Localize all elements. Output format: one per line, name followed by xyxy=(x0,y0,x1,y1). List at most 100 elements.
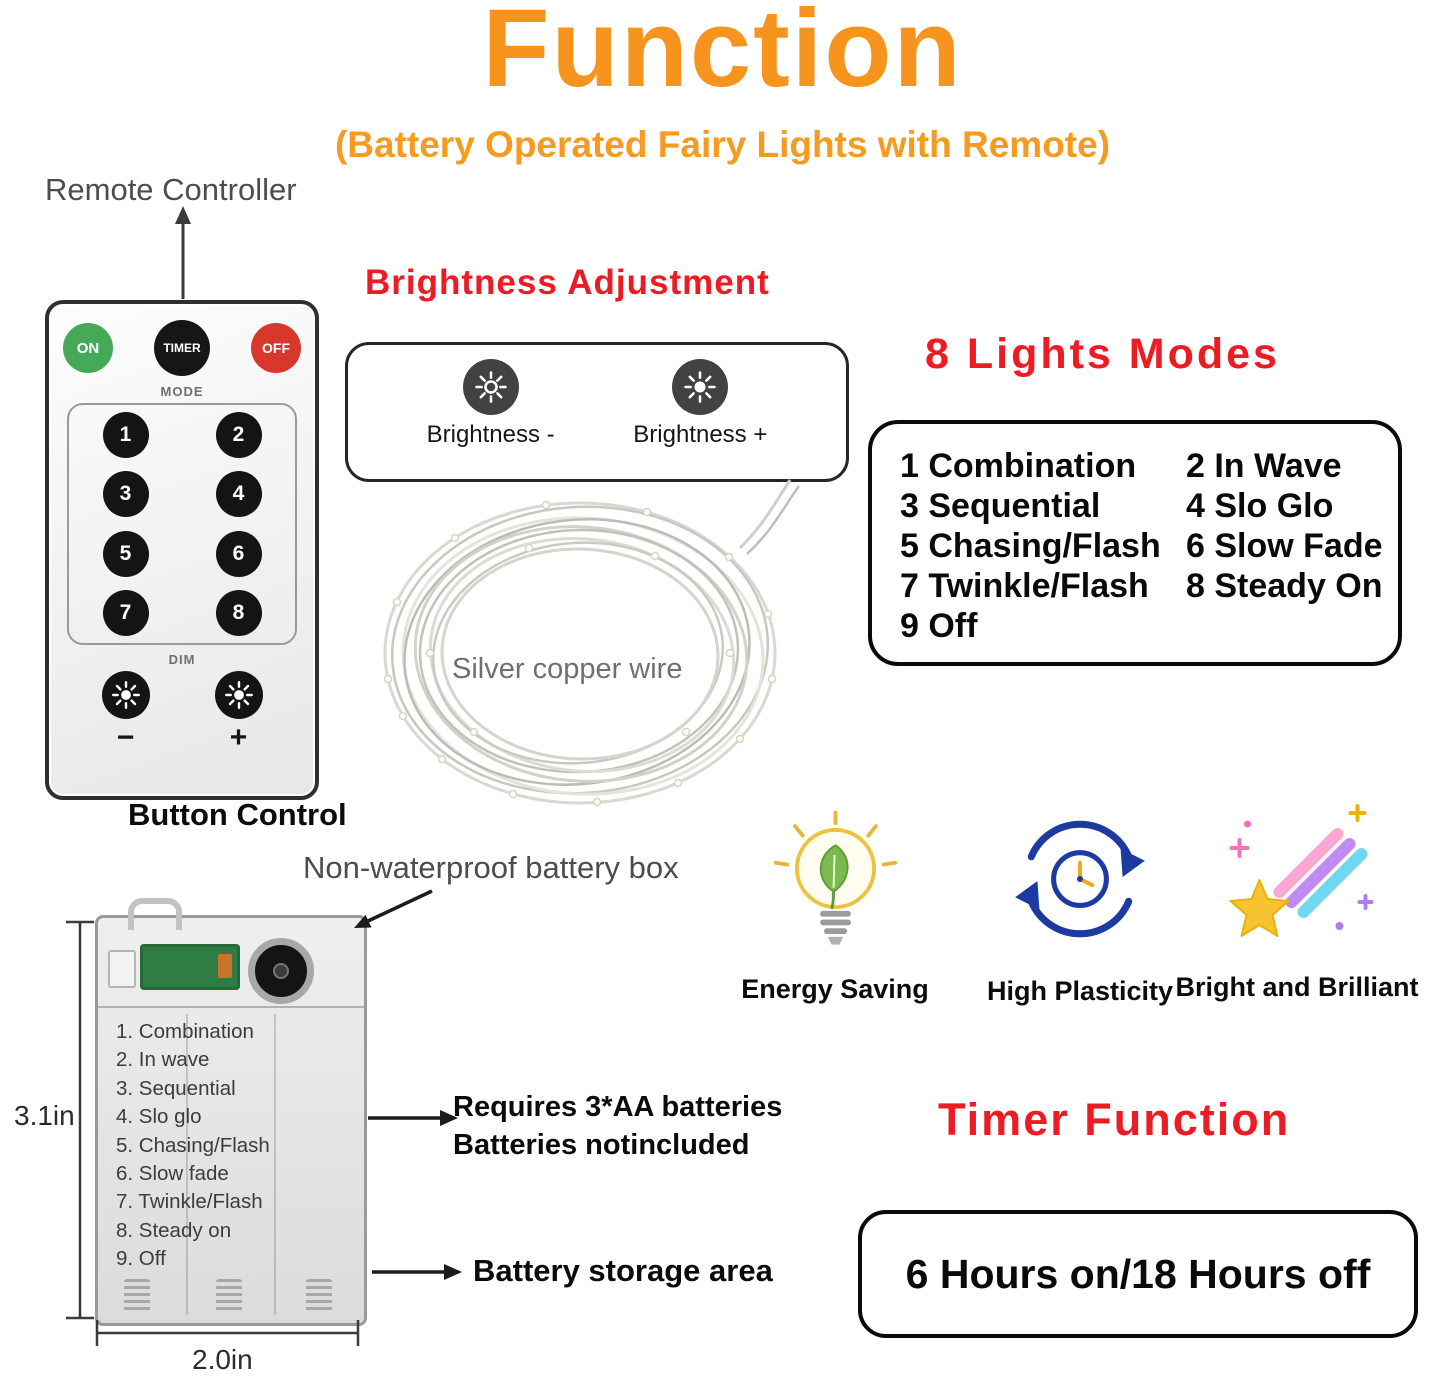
mode-button-3: 3 xyxy=(102,471,149,518)
remote-off-button: OFF xyxy=(251,323,301,373)
remote-controller: ON TIMER OFF MODE 1 2 3 4 5 6 7 8 DIM xyxy=(45,300,319,800)
timer-panel: 6 Hours on/18 Hours off xyxy=(858,1210,1418,1338)
mode-row: 3 Sequential 4 Slo Glo xyxy=(900,486,1398,526)
brightness-minus-item: Brightness - xyxy=(427,359,555,449)
battery-box-label: Non-waterproof battery box xyxy=(303,850,679,885)
timer-value: 6 Hours on/18 Hours off xyxy=(905,1250,1371,1297)
feature-label: Bright and Brilliant xyxy=(1175,972,1419,1002)
requires-batteries-text: Requires 3*AA batteries Batteries notinc… xyxy=(453,1088,782,1164)
battery-mode-item: 6. Slow fade xyxy=(116,1162,229,1186)
battery-mode-item: 5. Chasing/Flash xyxy=(116,1133,270,1157)
sun-icon xyxy=(684,371,717,403)
remote-dim-row xyxy=(69,671,295,719)
brightness-minus-label: Brightness - xyxy=(426,421,555,448)
mode-item: 6 Slow Fade xyxy=(1186,527,1383,565)
sun-icon xyxy=(111,681,140,709)
led-dots xyxy=(383,500,777,807)
storage-arrow xyxy=(372,1264,462,1280)
mode-button-1: 1 xyxy=(102,411,149,458)
brightness-minus-icon xyxy=(462,359,519,415)
remote-power-row: ON TIMER OFF xyxy=(49,304,315,376)
remote-controller-label: Remote Controller xyxy=(45,172,297,207)
mode-button-6: 6 xyxy=(215,530,262,577)
remote-timer-button: TIMER xyxy=(154,320,210,376)
mode-item: 5 Chasing/Flash xyxy=(900,527,1161,565)
battery-slot-divider xyxy=(274,1014,276,1315)
battery-mode-item: 9. Off xyxy=(116,1247,166,1271)
mode-button-4: 4 xyxy=(215,471,262,518)
brightness-plus-label: Brightness + xyxy=(633,421,768,448)
battery-switch xyxy=(108,950,136,988)
brightness-down-button xyxy=(101,671,150,719)
mode-item: 7 Twinkle/Flash xyxy=(900,567,1149,605)
remote-arrow xyxy=(175,206,191,299)
feature-energy-saving: Energy Saving xyxy=(735,802,935,1005)
recycle-clock-icon xyxy=(1015,820,1145,938)
brightness-up-button xyxy=(214,671,263,719)
timer-heading: Timer Function xyxy=(938,1094,1291,1145)
feature-label: Energy Saving xyxy=(741,974,929,1004)
mode-item: 4 Slo Glo xyxy=(1186,487,1334,525)
remote-on-button: ON xyxy=(63,323,113,373)
battery-mode-list: 1. Combination 2. In wave 3. Sequential … xyxy=(116,1018,270,1274)
requires-arrow xyxy=(368,1110,458,1126)
battery-mode-item: 4. Slo glo xyxy=(116,1105,202,1129)
battery-mode-item: 1. Combination xyxy=(116,1020,254,1043)
mode-row: 5 Chasing/Flash 6 Slow Fade xyxy=(900,526,1398,566)
brightness-plus-item: Brightness + xyxy=(633,359,767,449)
battery-pcb xyxy=(140,944,240,990)
battery-mode-item: 7. Twinkle/Flash xyxy=(116,1190,263,1214)
mode-button-5: 5 xyxy=(102,530,149,577)
modes-heading: 8 Lights Modes xyxy=(925,330,1280,378)
light-modes-panel: 1 Combination 2 In Wave 3 Sequential 4 Slo… xyxy=(868,420,1402,666)
mode-item: 2 In Wave xyxy=(1186,447,1342,485)
remote-mode-grid: 1 2 3 4 5 6 7 8 xyxy=(67,403,297,645)
minus-sign: − xyxy=(116,721,135,754)
battery-spring xyxy=(216,1279,242,1313)
battery-hang-tab xyxy=(128,898,182,930)
mode-button-2: 2 xyxy=(215,411,262,458)
battery-storage-label: Battery storage area xyxy=(473,1253,773,1288)
shooting-star-icon xyxy=(1229,804,1373,937)
remote-mode-label: MODE xyxy=(160,384,204,399)
feature-bright-brilliant: Bright and Brilliant xyxy=(1176,796,1419,1003)
battery-box: 1. Combination 2. In wave 3. Sequential … xyxy=(95,898,367,1326)
plus-sign: + xyxy=(229,721,248,754)
mode-item: 9 Off xyxy=(900,607,978,645)
requires-line-2: Batteries notincluded xyxy=(453,1129,750,1161)
battery-mode-item: 3. Sequential xyxy=(116,1076,236,1100)
battery-spring xyxy=(124,1279,150,1313)
energy-saving-icon xyxy=(773,810,897,945)
mode-button-8: 8 xyxy=(215,590,262,637)
remote-dim-label: DIM xyxy=(168,652,196,667)
battery-spring xyxy=(306,1279,332,1313)
remote-dim-signs: − + xyxy=(69,721,295,755)
page-subtitle: (Battery Operated Fairy Lights with Remo… xyxy=(334,124,1111,165)
requires-line-1: Requires 3*AA batteries xyxy=(453,1091,783,1123)
page-title: Function xyxy=(482,0,963,110)
brightness-panel: Brightness - Brightness + xyxy=(345,342,849,482)
width-label: 2.0in xyxy=(192,1344,253,1375)
battery-mode-item: 8. Steady on xyxy=(116,1218,232,1242)
mode-row: 9 Off xyxy=(900,606,1398,646)
height-label: 3.1in xyxy=(14,1100,75,1131)
battery-mode-item: 2. In wave xyxy=(116,1048,210,1072)
brightness-plus-icon xyxy=(672,359,729,415)
battery-slot-divider xyxy=(186,1014,188,1315)
sun-icon xyxy=(474,371,507,403)
battery-jack xyxy=(248,938,314,1004)
mode-item: 1 Combination xyxy=(900,447,1137,485)
mode-item: 3 Sequential xyxy=(900,487,1101,525)
feature-high-plasticity: High Plasticity xyxy=(980,806,1180,1007)
battery-box-divider xyxy=(98,1006,364,1008)
mode-item: 8 Steady On xyxy=(1186,567,1383,605)
wire-label: Silver copper wire xyxy=(452,653,683,685)
feature-label: High Plasticity xyxy=(986,976,1174,1006)
wire-coil-image xyxy=(383,479,801,807)
brightness-heading: Brightness Adjustment xyxy=(365,263,770,302)
mode-row: 7 Twinkle/Flash 8 Steady On xyxy=(900,566,1398,606)
mode-row: 1 Combination 2 In Wave xyxy=(900,446,1398,486)
button-control-label: Button Control xyxy=(128,797,347,832)
sun-icon xyxy=(224,681,253,709)
mode-button-7: 7 xyxy=(102,590,149,637)
